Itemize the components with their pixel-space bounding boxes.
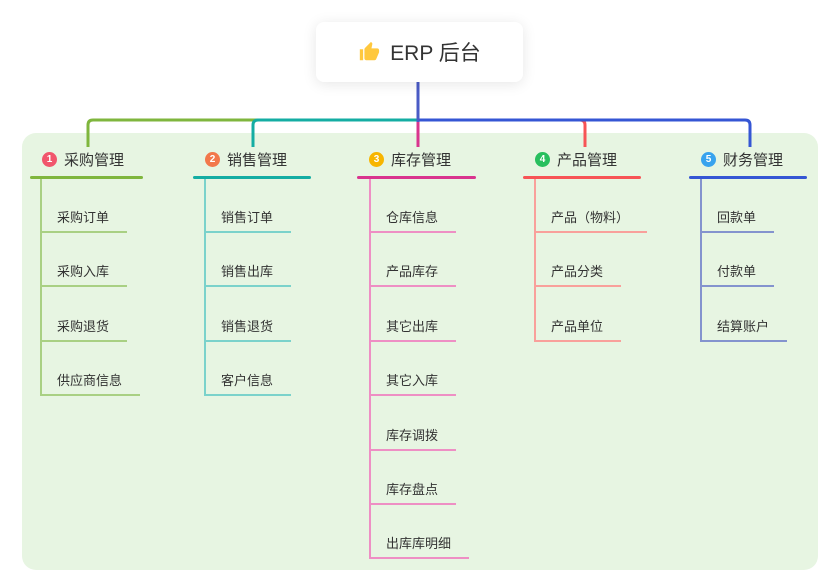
branch-title-node[interactable]: 5 财务管理 (701, 149, 783, 170)
child-topic-node[interactable]: 结算账户 (700, 314, 788, 342)
branches-panel (22, 133, 818, 570)
child-topic-node[interactable]: 采购入库 (40, 259, 128, 288)
branch-title-node[interactable]: 4 产品管理 (535, 149, 617, 170)
branch-number-badge: 1 (42, 152, 57, 167)
branch-title-underline (30, 176, 143, 179)
branch-title-label: 采购管理 (64, 152, 125, 169)
branch-number-badge: 5 (701, 152, 716, 167)
branch-drop-line (40, 179, 42, 397)
thumbs-up-icon (360, 41, 380, 61)
branch-number-badge: 2 (205, 152, 220, 167)
branch-drop-line (369, 179, 371, 560)
branch-title-node[interactable]: 3 库存管理 (369, 149, 451, 170)
branch-title-underline (689, 176, 807, 179)
branch-title-label: 库存管理 (391, 152, 452, 169)
child-topic-node[interactable]: 付款单 (700, 259, 775, 288)
child-topic-node[interactable]: 销售退货 (204, 314, 292, 342)
child-topic-node[interactable]: 产品单位 (534, 314, 622, 342)
child-topic-node[interactable]: 回款单 (700, 205, 775, 233)
branch-title-label: 财务管理 (723, 152, 784, 169)
child-topic-node[interactable]: 库存调拨 (369, 423, 457, 451)
branch-title-underline (523, 176, 641, 179)
child-topic-node[interactable]: 销售出库 (204, 259, 292, 288)
branch-drop-line (700, 179, 702, 342)
branch-title-underline (193, 176, 311, 179)
branch-title-node[interactable]: 1 采购管理 (42, 149, 124, 170)
child-topic-node[interactable]: 产品（物料） (534, 205, 648, 233)
child-topic-node[interactable]: 其它出库 (369, 314, 457, 342)
child-topic-node[interactable]: 其它入库 (369, 368, 457, 397)
branch-drop-line (534, 179, 536, 342)
child-topic-node[interactable]: 客户信息 (204, 368, 292, 397)
child-topic-node[interactable]: 库存盘点 (369, 477, 457, 505)
child-topic-node[interactable]: 产品分类 (534, 259, 622, 288)
child-topic-node[interactable]: 销售订单 (204, 205, 292, 233)
child-topic-node[interactable]: 采购订单 (40, 205, 128, 233)
branch-title-underline (357, 176, 476, 179)
branch-title-node[interactable]: 2 销售管理 (205, 149, 287, 170)
root-node[interactable]: ERP 后台 (316, 22, 523, 82)
child-topic-node[interactable]: 采购退货 (40, 314, 128, 342)
root-node-label: ERP 后台 (390, 42, 481, 65)
branch-title-label: 产品管理 (557, 152, 618, 169)
branch-number-badge: 4 (535, 152, 550, 167)
child-topic-node[interactable]: 供应商信息 (40, 368, 141, 397)
child-topic-node[interactable]: 出库库明细 (369, 531, 470, 560)
child-topic-node[interactable]: 产品库存 (369, 259, 457, 288)
child-topic-node[interactable]: 仓库信息 (369, 205, 457, 233)
branch-title-label: 销售管理 (227, 152, 288, 169)
branch-number-badge: 3 (369, 152, 384, 167)
branch-drop-line (204, 179, 206, 397)
